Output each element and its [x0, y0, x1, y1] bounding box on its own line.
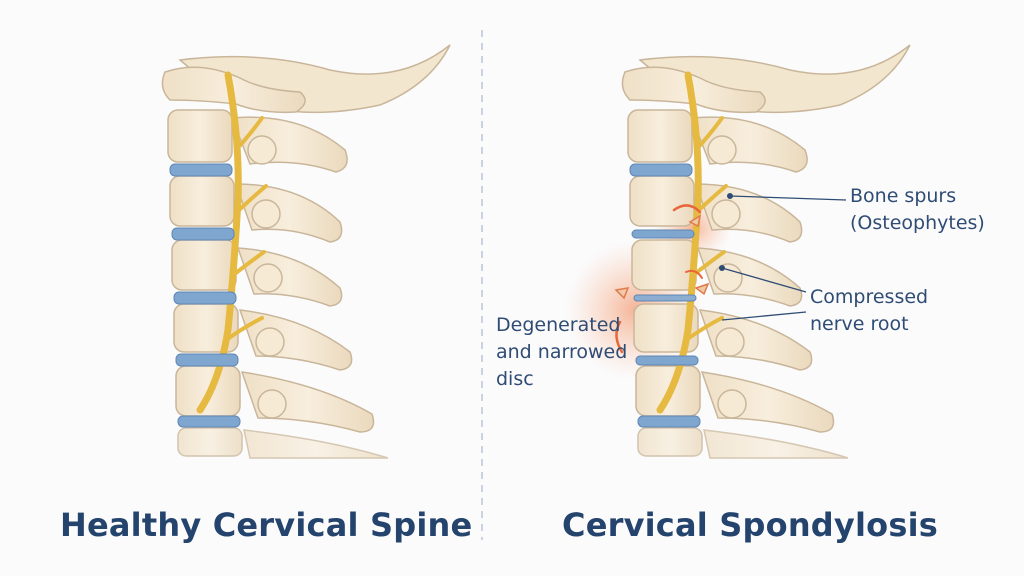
- healthy-disc: [177, 415, 241, 428]
- bone-spur: [688, 214, 702, 228]
- healthy-spine-title: Healthy Cervical Spine: [60, 506, 473, 544]
- leader-line-bone-spurs: [729, 195, 847, 201]
- spondylosis-spine-figure: [565, 45, 910, 458]
- disc-label-line1: Degenerated: [496, 314, 621, 336]
- healthy-disc: [173, 291, 237, 305]
- leader-dot: [719, 265, 725, 271]
- nerve-root-label-line1: Compressed: [810, 286, 929, 308]
- healthy-spine-figure: [162, 45, 450, 458]
- disc-label: Degenerated and narrowed disc: [496, 312, 627, 393]
- bone-spur: [614, 287, 630, 300]
- bone-spur: [694, 282, 710, 296]
- healthy-disc: [171, 227, 235, 241]
- spondylosis-title: Cervical Spondylosis: [562, 506, 938, 544]
- disc: [637, 415, 701, 428]
- narrowed-disc: [631, 229, 695, 239]
- leader-dot: [727, 193, 733, 199]
- healthy-disc: [169, 163, 233, 177]
- leader-line-nerve-root: [721, 267, 807, 293]
- narrowed-disc: [633, 294, 697, 302]
- inflammation-mark: [672, 204, 702, 214]
- disc: [629, 163, 693, 177]
- inflammation-mark: [685, 269, 703, 279]
- nerve-root-label-line2: nerve root: [810, 313, 909, 335]
- healthy-disc: [175, 353, 239, 367]
- disc-label-line3: disc: [496, 368, 534, 390]
- disc-label-line2: and narrowed: [496, 341, 628, 363]
- disc: [635, 355, 699, 366]
- nerve-root-label: Compressed nerve root: [810, 284, 928, 338]
- bone-spurs-label-line2: (Osteophytes): [850, 212, 985, 234]
- bone-spurs-label: Bone spurs (Osteophytes): [850, 183, 985, 237]
- bone-spurs-label-line1: Bone spurs: [850, 185, 957, 207]
- inflammation-mark: [615, 320, 624, 354]
- leader-line-nerve-root: [721, 311, 807, 321]
